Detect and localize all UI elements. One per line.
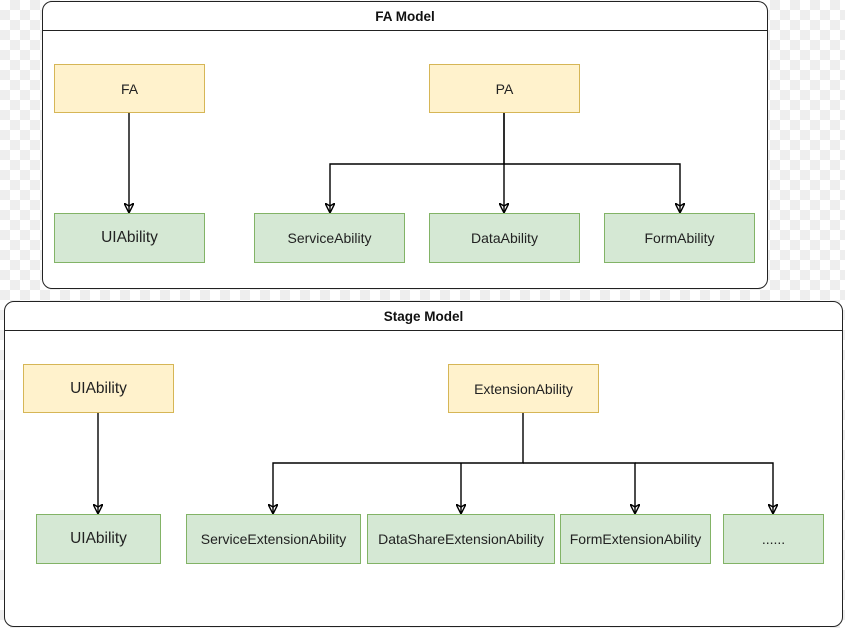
stage-model-container: Stage Model [4,301,843,627]
serviceability-node: ServiceAbility [254,213,405,263]
fa-model-title: FA Model [43,2,767,31]
serviceextensionability-node: ServiceExtensionAbility [186,514,361,564]
datashareextensionability-node: DataShareExtensionAbility [367,514,555,564]
stage-uiability-child-node: UIAbility [36,514,161,564]
extensionability-node: ExtensionAbility [448,364,599,413]
pa-node: PA [429,64,580,113]
formextensionability-node: FormExtensionAbility [560,514,711,564]
fa-uiability-node: UIAbility [54,213,205,263]
stage-model-title: Stage Model [5,302,842,331]
formability-node: FormAbility [604,213,755,263]
stage-uiability-parent-node: UIAbility [23,364,174,413]
dataability-node: DataAbility [429,213,580,263]
fa-node: FA [54,64,205,113]
more-extensions-node: ...... [723,514,824,564]
